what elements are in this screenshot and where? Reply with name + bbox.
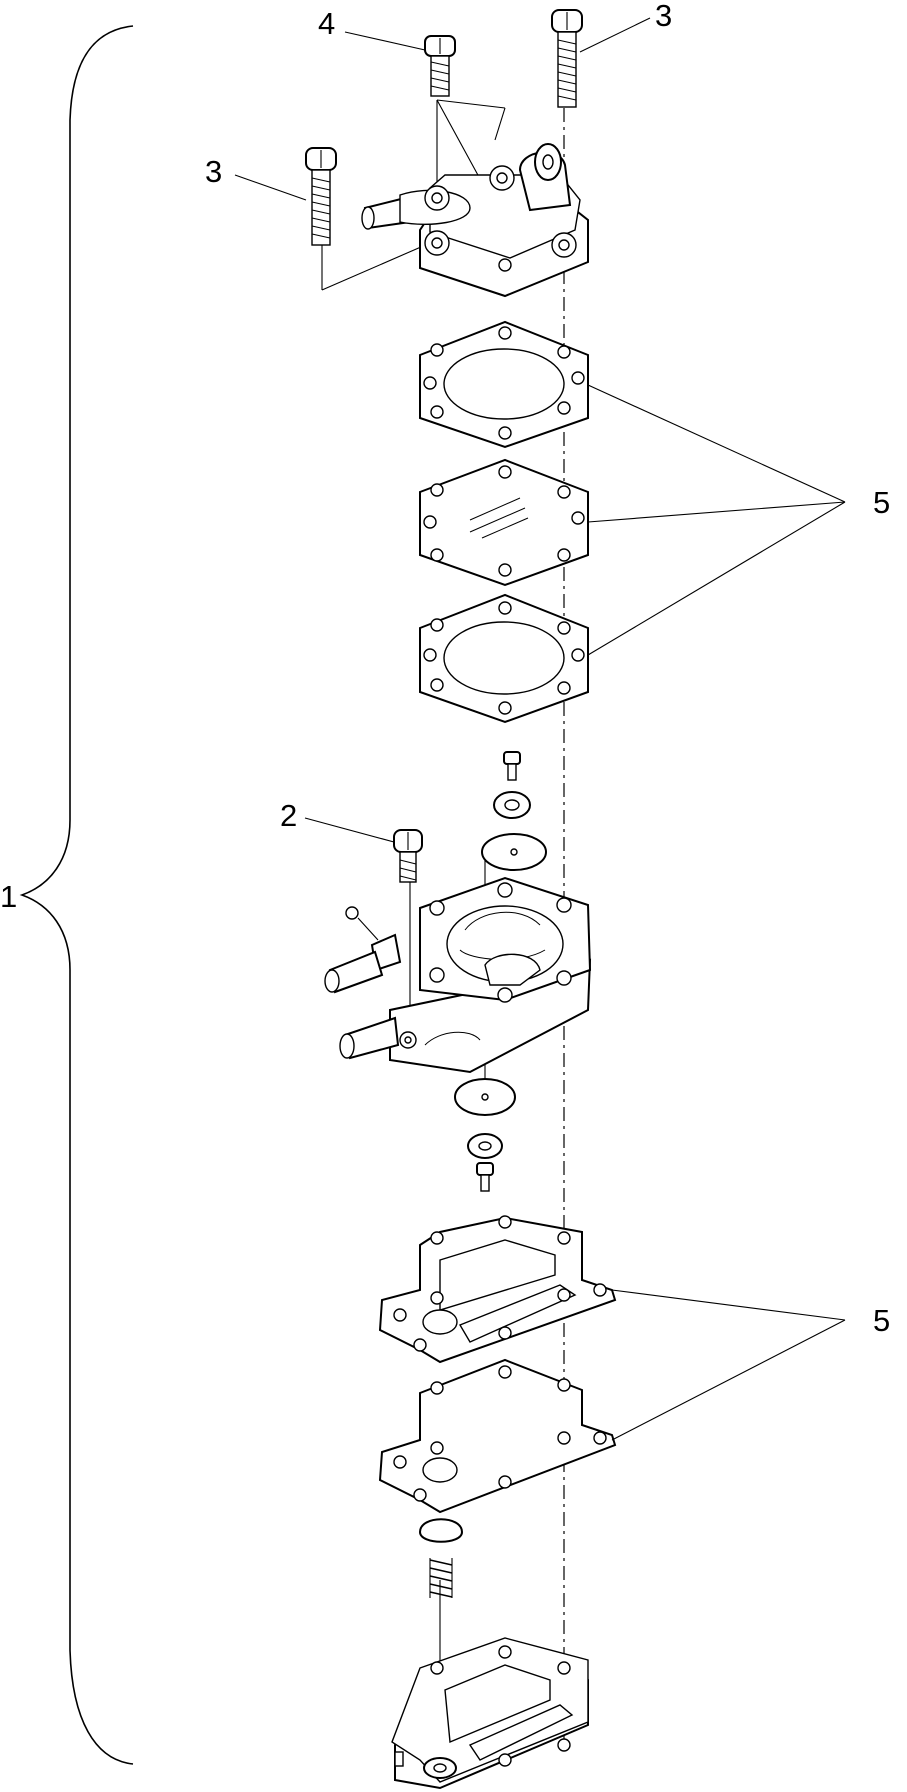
valve-retainer-lower (467, 1133, 503, 1159)
valve-disc-lower (454, 1078, 516, 1116)
pump-body (324, 876, 592, 1074)
spring (429, 1558, 453, 1598)
callout-3-right: 3 (655, 0, 672, 33)
assembly-brace: 1 (0, 25, 134, 1765)
screw-lower (393, 829, 423, 883)
callout-leaders-top (234, 17, 651, 201)
callout-leaders-5-lower (611, 1289, 846, 1441)
base-plate (391, 1637, 589, 1790)
callout-2: 2 (280, 798, 297, 833)
screw-top-left (305, 147, 337, 246)
callout-leader-2 (304, 817, 395, 843)
screw-top-middle (424, 35, 456, 97)
callout-5-lower: 5 (873, 1303, 890, 1338)
valve-disc-upper (481, 833, 547, 871)
callout-5-upper: 5 (873, 485, 890, 520)
screw-top-right (551, 9, 583, 108)
callout-4: 4 (318, 6, 335, 41)
valve-screw-lower (476, 1162, 494, 1192)
check-valve-cap (418, 1518, 464, 1543)
gasket-upper-1 (419, 320, 589, 449)
valve-screw-upper (503, 751, 521, 781)
diaphragm-upper (419, 458, 589, 587)
gasket-lower-2 (378, 1358, 617, 1514)
gasket-upper-2 (419, 593, 589, 724)
top-cover (361, 143, 589, 298)
callout-leaders-5-upper (587, 384, 846, 656)
gasket-lower-1 (378, 1215, 617, 1364)
callout-1-assembly: 1 (0, 879, 17, 914)
valve-retainer-upper (493, 791, 531, 819)
callout-3-left: 3 (205, 154, 222, 189)
